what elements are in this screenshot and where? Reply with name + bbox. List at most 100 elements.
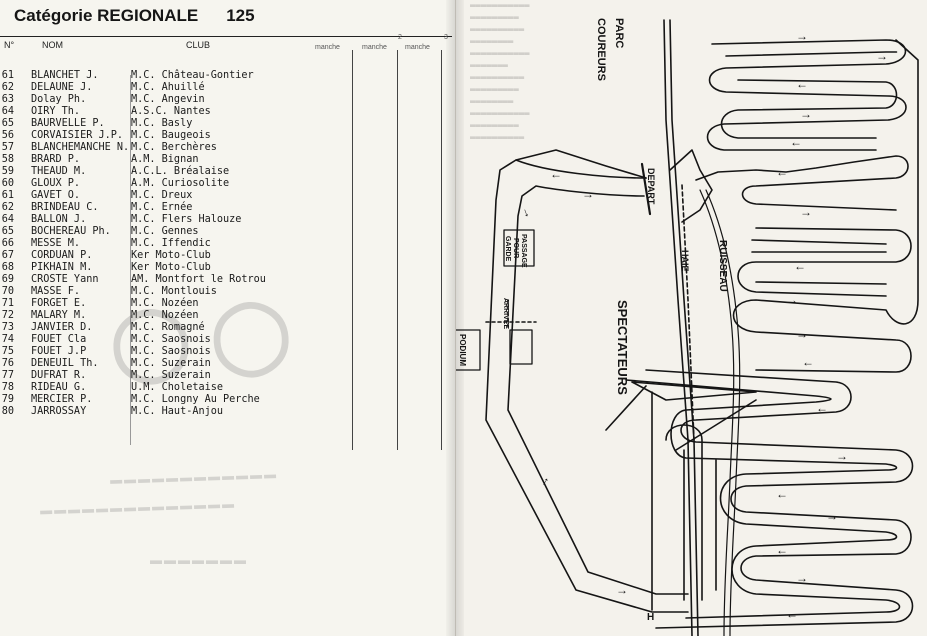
arrow-22: → (534, 472, 552, 489)
rider-name: GLOUX P. (31, 178, 81, 189)
label-spectateurs: SPECTATEURS (615, 300, 630, 395)
rider-number: 58 (1, 154, 14, 165)
rider-name: BAURVELLE P. (31, 118, 105, 129)
label-depart: DEPART (646, 168, 656, 205)
rider-number: 64 (1, 214, 14, 225)
rider-club: M.C. Baugeois (131, 130, 211, 141)
rider-number: 66 (1, 238, 14, 249)
rider-club: M.C. Montlouis (131, 286, 217, 297)
rider-club: M.C. Château-Gontier (131, 70, 254, 81)
rider-name: BRINDEAU C. (31, 202, 99, 213)
right-loop-outer (732, 39, 919, 373)
rider-name: Dolay Ph. (31, 94, 87, 105)
rider-number: 79 (1, 394, 14, 405)
hairpin-wedge (605, 381, 757, 451)
rider-club: M.C. Gennes (131, 226, 199, 237)
lower-serpentine-1 (645, 369, 914, 629)
bleed-through-text-2: ▬▬▬▬▬▬▬▬▬▬▬▬▬▬ (39, 496, 237, 518)
rider-name: RIDEAU G. (31, 382, 87, 393)
arrow-9: → (786, 293, 798, 307)
column-divider-2 (397, 50, 398, 450)
header-manche-3: manche (405, 44, 430, 51)
rider-club: M.C. Dreux (131, 190, 193, 201)
rider-name: MERCIER P. (31, 394, 93, 405)
label-ruisseau: RUISSEAU (717, 240, 728, 292)
rider-club: AM. Montfort le Rotrou (131, 274, 266, 285)
rider-name: BALLON J. (31, 214, 87, 225)
rider-club: M.C. Nozéen (131, 310, 199, 321)
paddock-line-2 (669, 19, 699, 636)
book-gutter (446, 0, 464, 636)
rider-club: A.M. Bignan (131, 154, 199, 165)
header-manche-1: manche (315, 44, 340, 51)
rider-number: 65 (1, 226, 14, 237)
rider-name: CROSTE Yann (31, 274, 99, 285)
arrow-12: ← (816, 401, 828, 415)
rider-number: 80 (1, 406, 14, 417)
rider-name: GAVET O. (31, 190, 81, 201)
start-line (640, 162, 652, 216)
category-number: 125 (226, 6, 255, 25)
rider-row: 61 BLANCHET J. M.C. Château-Gontier (0, 70, 452, 82)
rider-name: BLANCHET J. (31, 70, 99, 81)
rider-number: 63 (1, 94, 14, 105)
header-no: N° (4, 40, 15, 50)
track-start-inner (507, 185, 689, 595)
header-manche-2-num: 2 (398, 34, 402, 41)
arrow-4: → (800, 107, 812, 121)
rider-name: FORGET E. (31, 298, 87, 309)
rider-number: 77 (1, 370, 14, 381)
arrow-18: ← (786, 607, 798, 621)
club-divider (130, 75, 131, 445)
label-arrivee: ARRIVEE (502, 298, 509, 329)
arrow-15: → (826, 509, 838, 523)
rider-club: M.C. Longny Au Perche (131, 394, 260, 405)
rider-number: 76 (1, 358, 14, 369)
right-loop-3 (751, 239, 887, 285)
header-rule (0, 36, 452, 37)
rider-row: 79 MERCIER P. M.C. Longny Au Perche (0, 394, 452, 406)
rider-name: FOUET Cla (31, 334, 87, 345)
arrow-23: → (616, 583, 628, 597)
rider-number: 60 (1, 178, 14, 189)
column-divider-3 (441, 50, 442, 450)
rider-row: 61 GAVET O. M.C. Dreux (0, 190, 452, 202)
rider-club: M.C. Haut-Anjou (131, 406, 224, 417)
rider-club: M.C. Suzerain (131, 358, 211, 369)
page-title: Catégorie REGIONALE 125 (14, 6, 255, 26)
header-club: CLUB (186, 40, 211, 50)
rider-name: BRARD P. (31, 154, 81, 165)
rider-number: 61 (1, 190, 14, 201)
rider-number: 61 (1, 70, 14, 81)
header-name: NOM (42, 40, 63, 50)
rider-name: JANVIER D. (31, 322, 93, 333)
rider-club: A.S.C. Nantes (131, 106, 211, 117)
label-coureurs: COUREURS (595, 18, 607, 81)
arrow-8: ← (794, 259, 806, 273)
rider-number: 67 (1, 250, 14, 261)
rider-name: CORVAISIER J.P. (31, 130, 124, 141)
rider-club: M.C. Flers Halouze (131, 214, 242, 225)
category-title: Catégorie REGIONALE (14, 6, 199, 25)
arrow-6: ← (776, 165, 788, 179)
bleed-through-list: ▬▬▬▬▬▬▬▬▬▬▬▬▬▬▬▬▬▬▬▬▬▬▬▬▬▬▬▬▬▬▬▬▬▬▬▬▬▬▬▬… (470, 1, 530, 143)
rider-club: M.C. Saosnois (131, 346, 211, 357)
passage-box (503, 229, 535, 267)
rider-name: CORDUAN P. (31, 250, 93, 261)
lower-serpentine-2 (625, 379, 901, 619)
rider-name: JARROSSAY (31, 406, 87, 417)
circuit-map: → → ← → ← ← → ← → → ← ← → ← → ← → ← ← → … (456, 18, 919, 636)
rider-name: BLANCHEMANCHE N. (31, 142, 130, 153)
label-garde: GARDE (504, 236, 511, 262)
